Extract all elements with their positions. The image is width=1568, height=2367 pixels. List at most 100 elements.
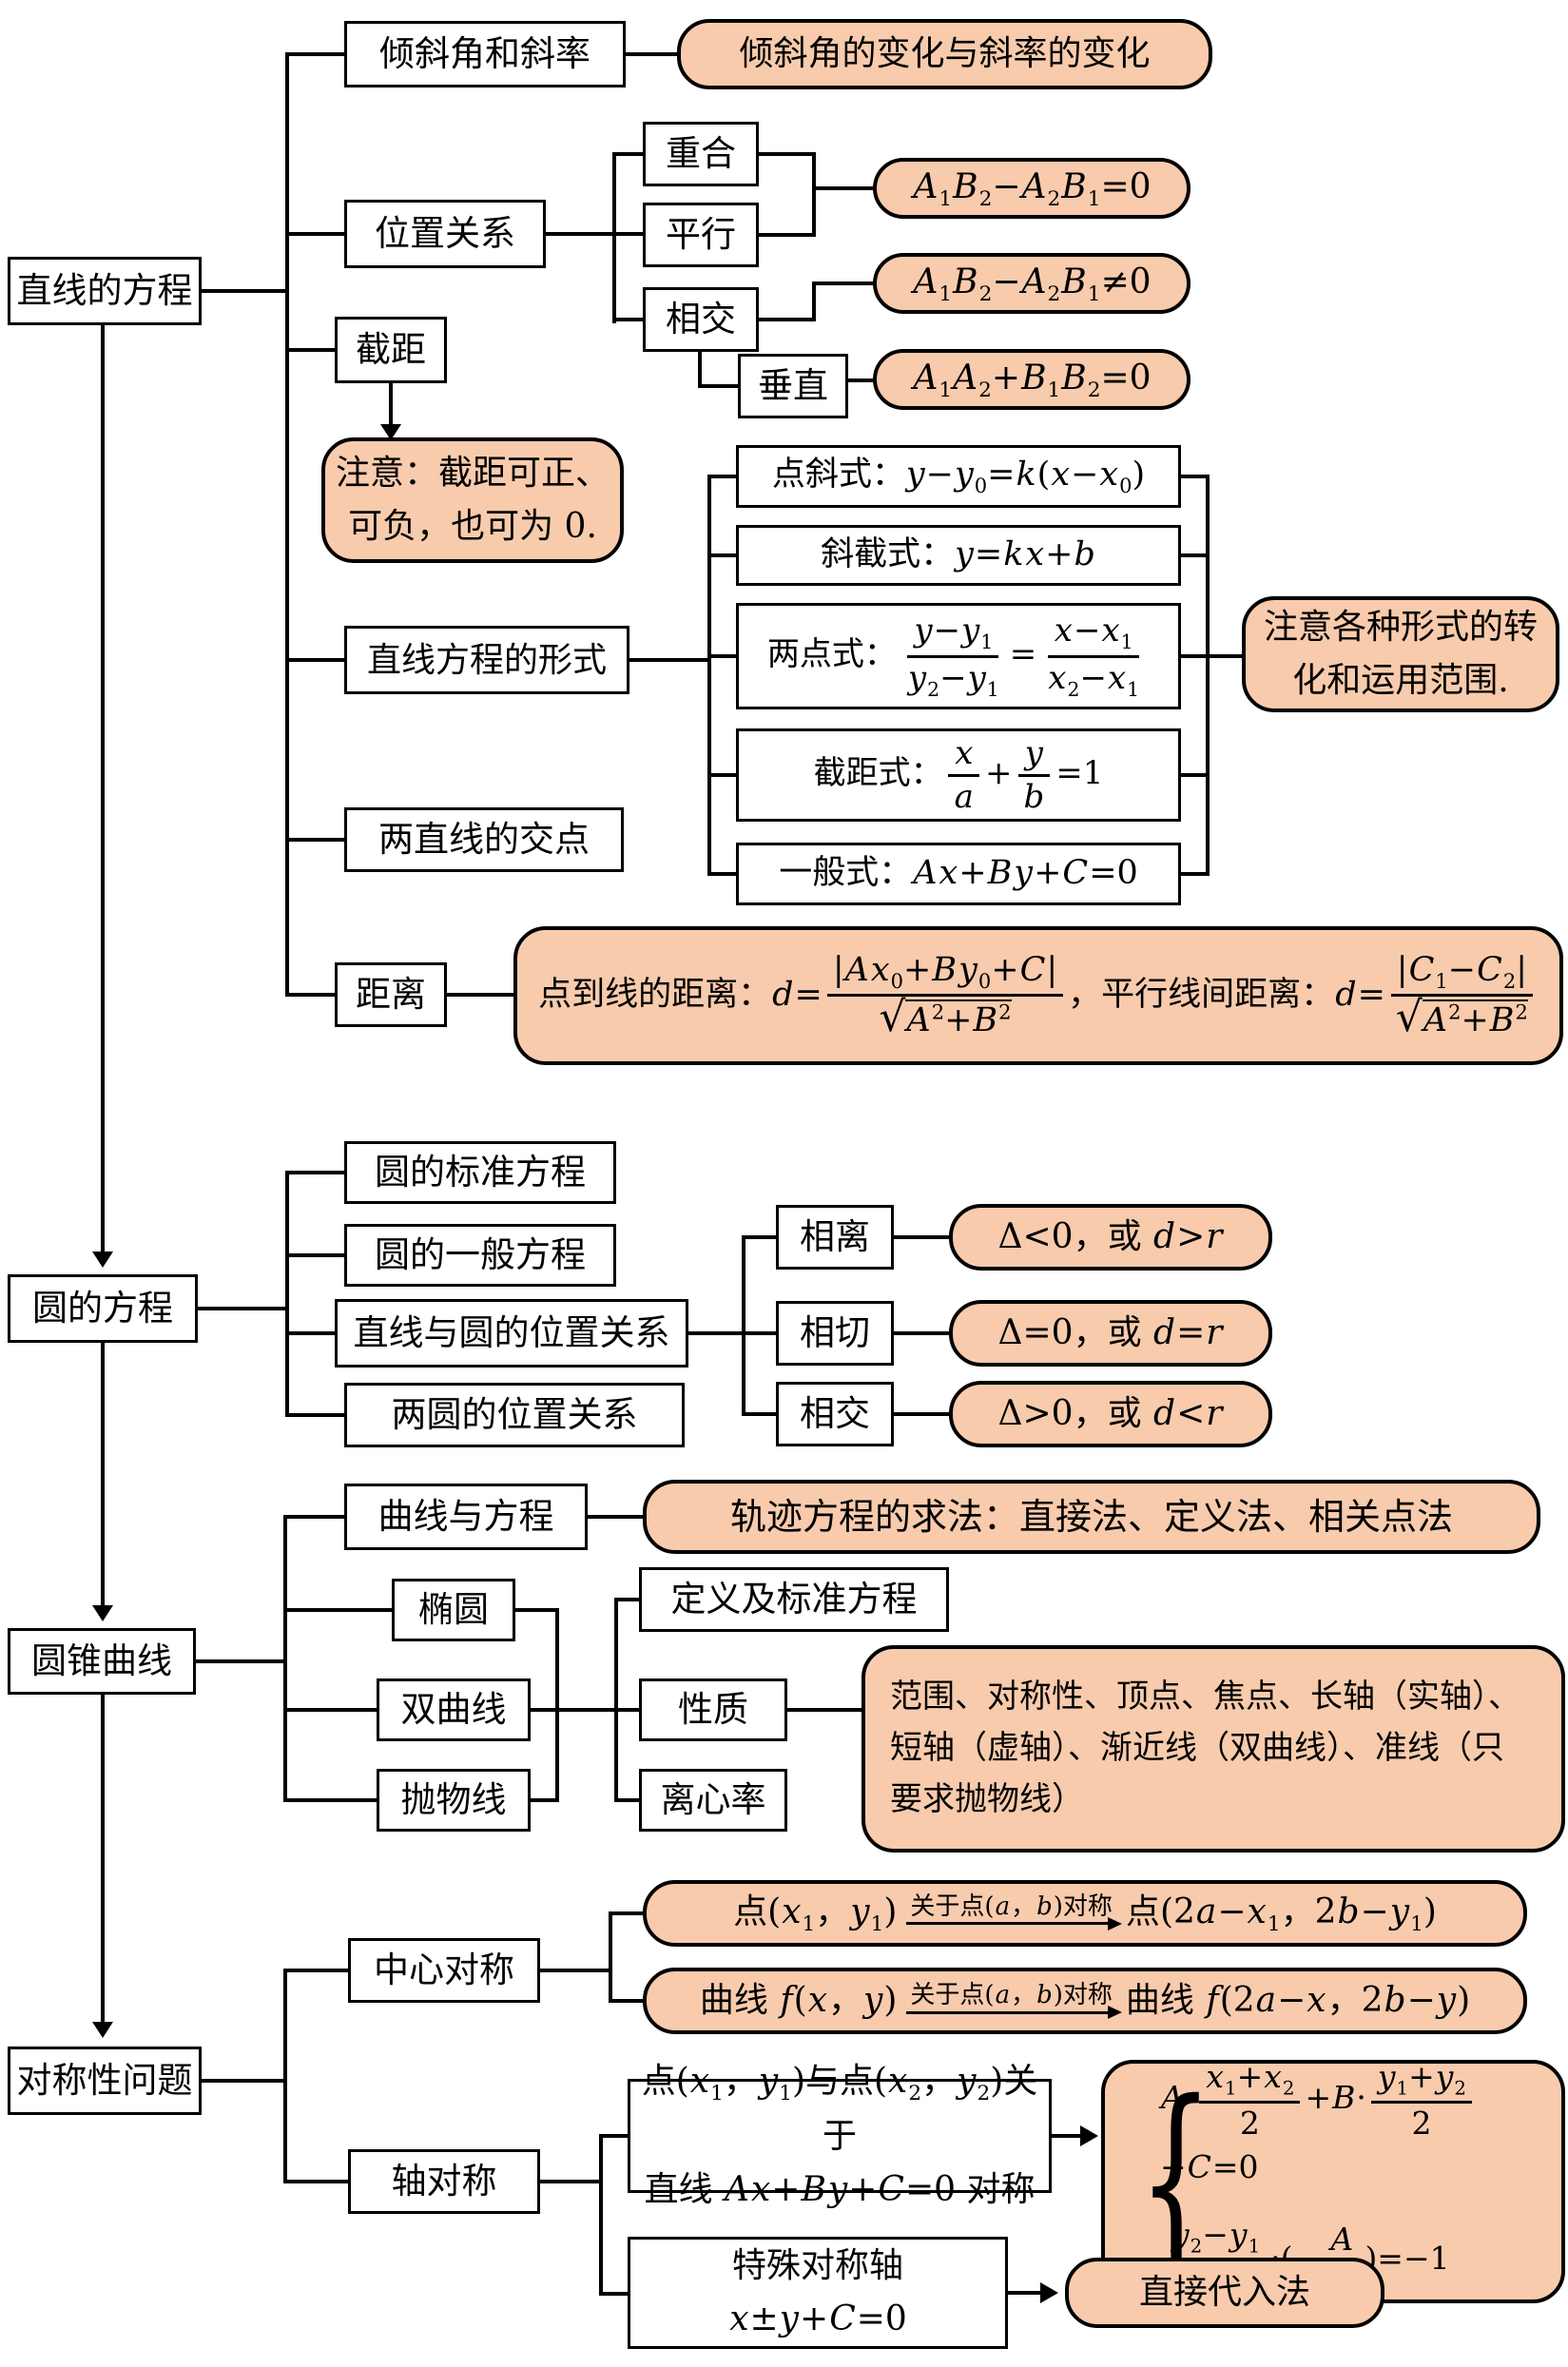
note-intercept-caution: 注意：截距可正、 可负，也可为 0. [321,437,624,563]
connector-line [101,325,105,1255]
arrowhead [92,1605,113,1621]
connector-line [707,475,711,876]
connector-line [601,2134,628,2138]
node-conic-sections: 圆锥曲线 [8,1628,196,1695]
connector-line [599,2134,603,2296]
connector-line [588,1515,643,1519]
node-distance: 距离 [335,962,447,1027]
note-forms-conversion: 注意各种形式的转 化和运用范围. [1242,596,1559,712]
note-forms-conversion-line1: 注意各种形式的转 [1263,608,1538,648]
connector-line [629,658,709,662]
connector-line [1181,773,1208,777]
node-line-equation: 直线的方程 [8,257,202,325]
node-slope-intercept-form: 斜截式：y=kx+b [736,525,1181,586]
connector-line [283,1969,287,2183]
node-symmetry-problems: 对称性问题 [8,2047,202,2115]
note-tangent-condition: Δ=0，或 d=r [949,1300,1272,1367]
connector-line [616,1598,639,1601]
node-tangent: 相切 [776,1301,894,1366]
node-axial-symmetry: 轴对称 [348,2149,540,2214]
node-line-equation-forms: 直线方程的形式 [344,626,629,694]
connector-line [709,872,736,876]
connector-line [812,152,816,237]
connector-line [601,2292,628,2296]
connector-line [287,1253,344,1257]
node-intercept: 截距 [335,317,447,383]
note-inclination-slope-change: 倾斜角的变化与斜率的变化 [677,19,1212,89]
connector-line [814,281,873,285]
connector-line [531,1798,557,1802]
connector-line [202,2079,285,2083]
node-definition-standard-eq: 定义及标准方程 [639,1567,949,1632]
arrowhead [92,2022,113,2038]
node-parallel: 平行 [643,203,759,267]
connector-line [531,1708,639,1712]
connector-line [285,1171,289,1417]
node-two-lines-intersection: 两直线的交点 [344,807,624,872]
node-coincide: 重合 [643,122,759,186]
node-two-circles-relation: 两圆的位置关系 [344,1383,685,1447]
connector-line [1008,2291,1046,2295]
connector-line [698,350,702,388]
connector-line [1052,2134,1086,2138]
note-curve-symmetry: 曲线 f(x，y)关于点(a，b)对称曲线 f(2a−x，2b−y) [643,1968,1527,2034]
connector-line [894,1235,949,1239]
node-curve-and-equation: 曲线与方程 [344,1484,588,1550]
note-intercept-caution-line2: 可负，也可为 0. [348,507,597,546]
connector-line [540,2180,601,2183]
arrowhead [1040,2282,1058,2303]
node-circle-general-eq: 圆的一般方程 [344,1224,616,1287]
connector-line [894,1331,949,1335]
connector-line [540,1969,610,1972]
node-circle-standard-eq: 圆的标准方程 [344,1141,616,1204]
connector-line [287,1171,344,1174]
connector-line [389,383,393,426]
connector-line [626,52,677,56]
connector-line [1181,872,1208,876]
connector-line [287,1331,335,1335]
connector-line [744,1412,776,1416]
connector-line [285,1969,348,1972]
connector-line [285,1708,377,1712]
connector-line [447,993,513,997]
connector-line [1208,654,1242,658]
node-separate: 相离 [776,1205,894,1270]
note-intersect-condition: A1B2−A2B1≠0 [873,253,1191,314]
connector-line [688,1331,776,1335]
connector-line [1181,475,1208,478]
connector-line [812,281,816,321]
connector-line [1181,553,1208,557]
connector-line [287,1413,344,1417]
connector-line [1181,654,1208,658]
connector-line [787,1708,861,1712]
connector-line [1206,475,1210,876]
node-central-symmetry: 中心对称 [348,1938,540,2003]
connector-line [742,1235,745,1416]
node-parabola: 抛物线 [377,1769,531,1832]
connector-line [814,186,873,190]
connector-line [744,1235,776,1239]
node-properties: 性质 [639,1678,787,1741]
connector-line [287,838,344,842]
connector-line [700,384,738,388]
connector-line [287,993,335,997]
node-circle-equation: 圆的方程 [8,1274,198,1343]
note-parallel-condition: A1B2−A2B1=0 [873,158,1191,219]
node-line-circle-relation: 直线与圆的位置关系 [335,1299,688,1368]
connector-line [101,1695,105,2026]
connector-line [285,2180,348,2183]
connector-line [609,1911,612,2003]
connector-line [709,654,736,658]
note-intercept-caution-line1: 注意：截距可正、 [335,454,610,494]
connector-line [546,232,643,236]
note-distance-formulas: 点到线的距离：d=|Ax0+By0+C|√A2+B2，平行线间距离：d=|C1−… [513,926,1563,1065]
connector-line [610,1911,643,1915]
connector-line [709,475,736,478]
connector-line [285,1798,377,1802]
note-conic-properties-line2: 短轴（虚轴）、渐近线（双曲线）、准线（只 [890,1729,1504,1768]
